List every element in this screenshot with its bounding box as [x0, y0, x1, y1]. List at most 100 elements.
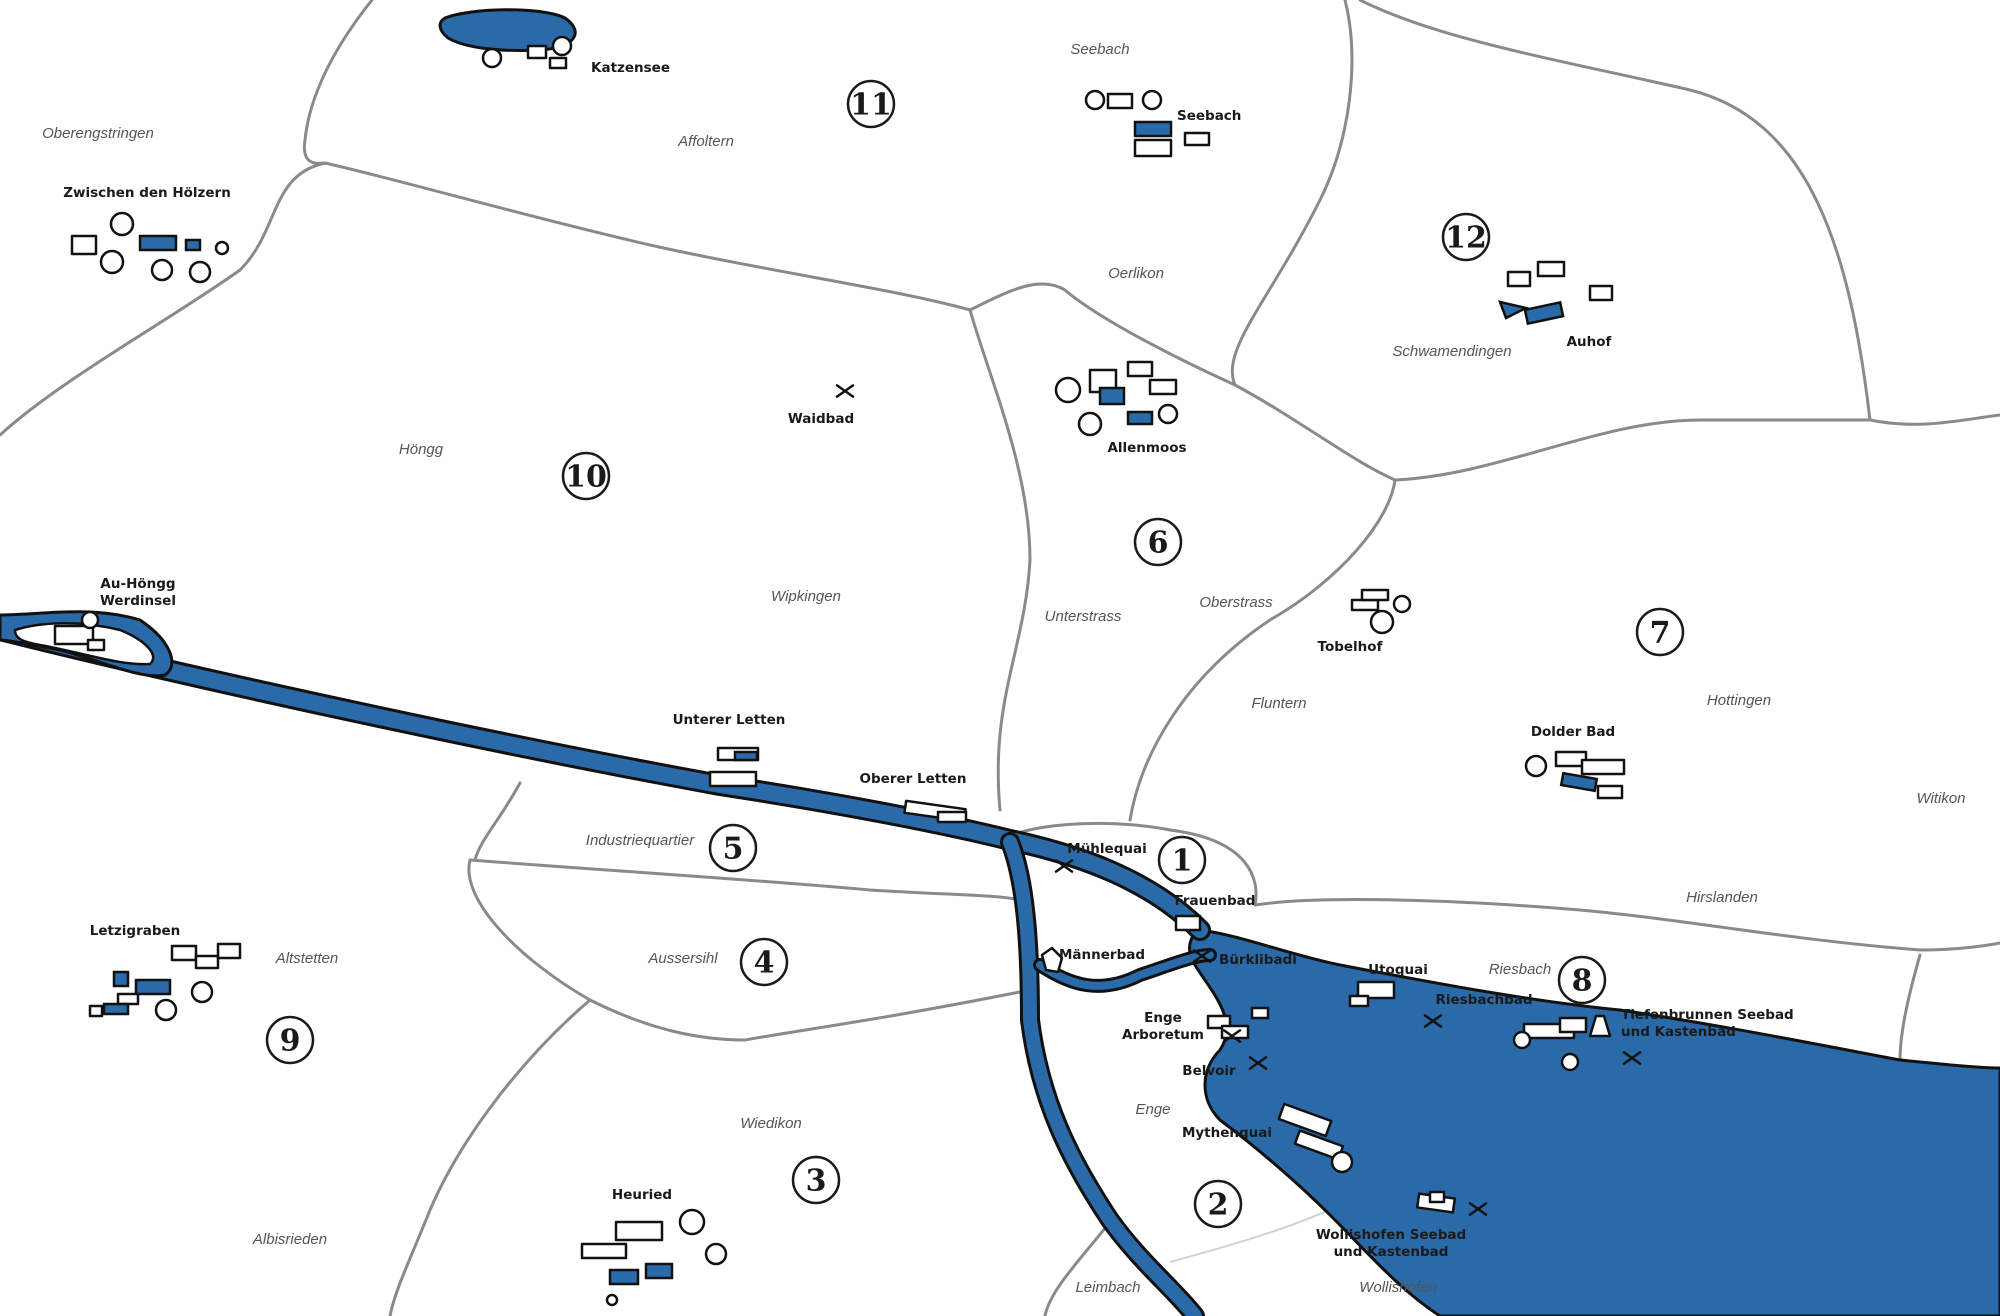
boundary-12-north — [1358, 0, 1872, 422]
district-number-10: 10 — [561, 451, 611, 501]
bath-label-heuried: Heuried — [612, 1187, 672, 1203]
boundary-12-east — [1868, 413, 2000, 426]
bath-label-letzigraben: Letzigraben — [90, 923, 181, 939]
bath-label-line: Au-Höngg — [100, 576, 175, 592]
district-number-ring — [1157, 835, 1207, 885]
bath-label-line: Oberer Letten — [860, 771, 967, 787]
bath-label-zwischen-den-holzern: Zwischen den Hölzern — [63, 185, 231, 201]
cross-marker-icon — [1222, 1029, 1242, 1043]
district-number-text: 2 — [1208, 1188, 1229, 1223]
tree-icon — [80, 610, 100, 630]
district-number-text: 1 — [1172, 844, 1193, 879]
pool-icon — [112, 970, 130, 988]
tree-icon — [1157, 403, 1179, 425]
district-number-9: 9 — [265, 1015, 315, 1065]
building-icon — [194, 954, 220, 970]
building-icon — [1148, 378, 1178, 396]
district-number-1: 1 — [1157, 835, 1207, 885]
district-number-ring — [846, 79, 896, 129]
building-icon — [1250, 1006, 1270, 1020]
pool-icon — [1523, 300, 1565, 326]
building-icon — [1040, 946, 1064, 974]
bath-label-line: und Kastenbad — [1334, 1244, 1449, 1260]
limmat-water — [0, 622, 1208, 938]
bath-label-line: Bürklibadi — [1219, 952, 1297, 968]
building-icon — [526, 44, 548, 60]
boundary-1-7 — [1253, 898, 2000, 952]
bath-label-oberer-letten: Oberer Letten — [860, 771, 967, 787]
building-icon — [1348, 994, 1370, 1008]
boundary-3-2 — [1043, 1220, 1112, 1316]
building-icon — [708, 770, 758, 788]
tree-icon — [188, 260, 212, 284]
quarter-label-leimbach: Leimbach — [1075, 1279, 1140, 1296]
building-icon — [1560, 1052, 1580, 1072]
cross-marker-icon — [1622, 1051, 1642, 1065]
quarter-label-oerlikon: Oerlikon — [1108, 265, 1164, 282]
river-limmat — [0, 619, 1211, 941]
bath-label-muhlequai: Mühlequai — [1067, 841, 1146, 857]
quarter-label-unterstrass: Unterstrass — [1045, 608, 1122, 625]
building-icon — [1350, 598, 1380, 612]
bath-label-burklibadi: Bürklibadi — [1219, 952, 1297, 968]
building-icon — [1360, 588, 1390, 602]
bath-label-line: Utoquai — [1368, 962, 1428, 978]
pool-icon — [608, 1268, 640, 1286]
pool-icon — [138, 234, 178, 252]
boundary-4-west — [467, 858, 1032, 1042]
building-icon — [53, 624, 95, 646]
building-icon — [936, 810, 968, 824]
bath-label-line: Mythenquai — [1182, 1125, 1272, 1141]
tree-icon — [1512, 1030, 1532, 1050]
tree-icon — [150, 258, 174, 282]
quarter-label-riesbach: Riesbach — [1489, 961, 1552, 978]
cross-marker-icon — [835, 384, 855, 398]
bath-label-line: Riesbachbad — [1435, 992, 1532, 1008]
district-number-ring — [1441, 212, 1491, 262]
bath-label-line: Tiefenbrunnen Seebad — [1621, 1007, 1794, 1023]
bath-label-line: Heuried — [612, 1187, 672, 1203]
bath-label-line: Waidbad — [788, 411, 854, 427]
district-number-ring — [708, 823, 758, 873]
building-icon — [216, 942, 242, 960]
site-seebach — [1084, 89, 1211, 158]
tree-icon — [154, 998, 178, 1022]
building-icon — [1277, 1102, 1333, 1138]
tree-icon — [1084, 89, 1106, 111]
cross-marker-icon — [1468, 1202, 1488, 1216]
quarter-label-schwamendingen: Schwamendingen — [1392, 343, 1511, 360]
quarter-label-enge: Enge — [1135, 1101, 1170, 1118]
pool-icon — [1559, 771, 1599, 793]
district-number-ring — [265, 1015, 315, 1065]
cross-marker-icon — [1054, 859, 1074, 873]
quarter-label-industriequartier: Industriequartier — [586, 832, 695, 849]
quarter-label-albisrieden: Albisrieden — [252, 1231, 327, 1248]
building-icon — [1356, 980, 1396, 1000]
quarter-label-fluntern: Fluntern — [1251, 695, 1306, 712]
building-icon — [580, 1242, 628, 1260]
district-number-text: 11 — [850, 88, 892, 123]
district-number-8: 8 — [1557, 955, 1607, 1005]
tree-icon — [1054, 376, 1082, 404]
bath-label-belvoir: Belvoir — [1182, 1063, 1236, 1079]
bath-label-line: Werdinsel — [100, 593, 176, 609]
bath-label-allenmoos: Allenmoos — [1107, 440, 1186, 456]
boundary-6-north — [968, 282, 1237, 387]
building-icon — [1558, 1016, 1588, 1034]
quarter-label-witikon: Witikon — [1916, 790, 1965, 807]
building-icon — [1596, 784, 1624, 800]
boundary-1-north — [998, 821, 1258, 907]
district-number-ring — [791, 1155, 841, 1205]
bath-label-line: Unterer Letten — [673, 712, 786, 728]
district-number-text: 6 — [1148, 526, 1169, 561]
tree-icon — [481, 47, 503, 69]
site-auhof — [1498, 260, 1614, 326]
building-icon — [605, 1293, 619, 1307]
quarter-label-altstetten: Altstetten — [275, 950, 339, 967]
